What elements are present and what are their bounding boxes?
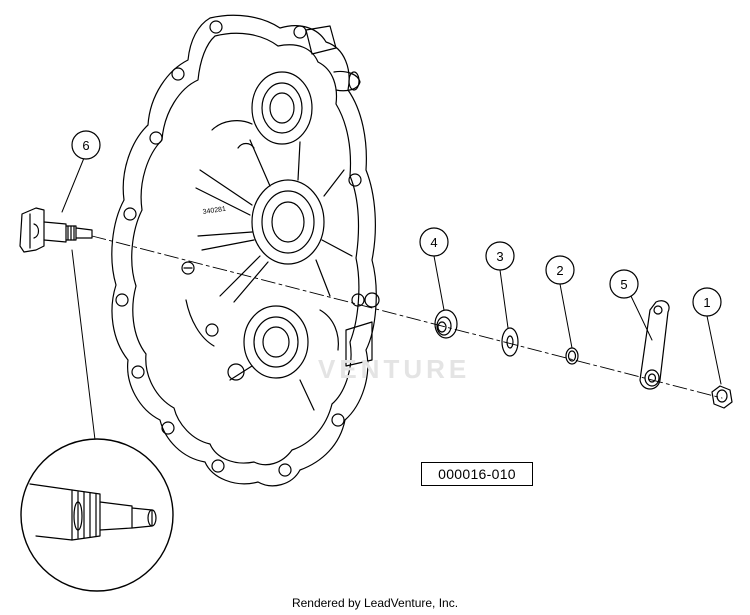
leader-line-4 [433,255,445,311]
retaining-ring-part [565,347,579,365]
callout-circle-2 [545,255,575,285]
gear-case-housing [111,14,380,487]
callout-number-1: 1 [703,295,710,310]
callout-number-4: 4 [430,235,437,250]
drawing-number-label: 000016-010 [421,462,533,486]
housing-part-number: 340281 [202,206,226,216]
shift-lever-part [639,300,670,390]
leader-line-5 [629,293,653,341]
callout-circle-1 [692,287,722,317]
callout-number-5: 5 [620,277,627,292]
assembly-axis-line [91,235,723,399]
callout-circle-4 [419,227,449,257]
callout-number-3: 3 [496,249,503,264]
shift-shaft-part [19,207,93,253]
leader-line-1 [706,315,722,385]
nut-part [711,385,733,409]
callout-number-2: 2 [556,263,563,278]
washer-part [501,327,519,357]
callout-number-6: 6 [82,138,89,153]
callout-circle-3 [485,241,515,271]
callout-circle-5 [609,269,639,299]
detail-magnifier [20,438,174,592]
leader-line-2 [559,283,573,349]
callout-circle-6 [71,130,101,160]
seal-part [434,309,458,339]
render-credit: Rendered by LeadVenture, Inc. [291,596,459,610]
leader-line-3 [499,269,509,329]
leader-line-6 [61,157,85,213]
detail-leader-line [71,249,97,449]
